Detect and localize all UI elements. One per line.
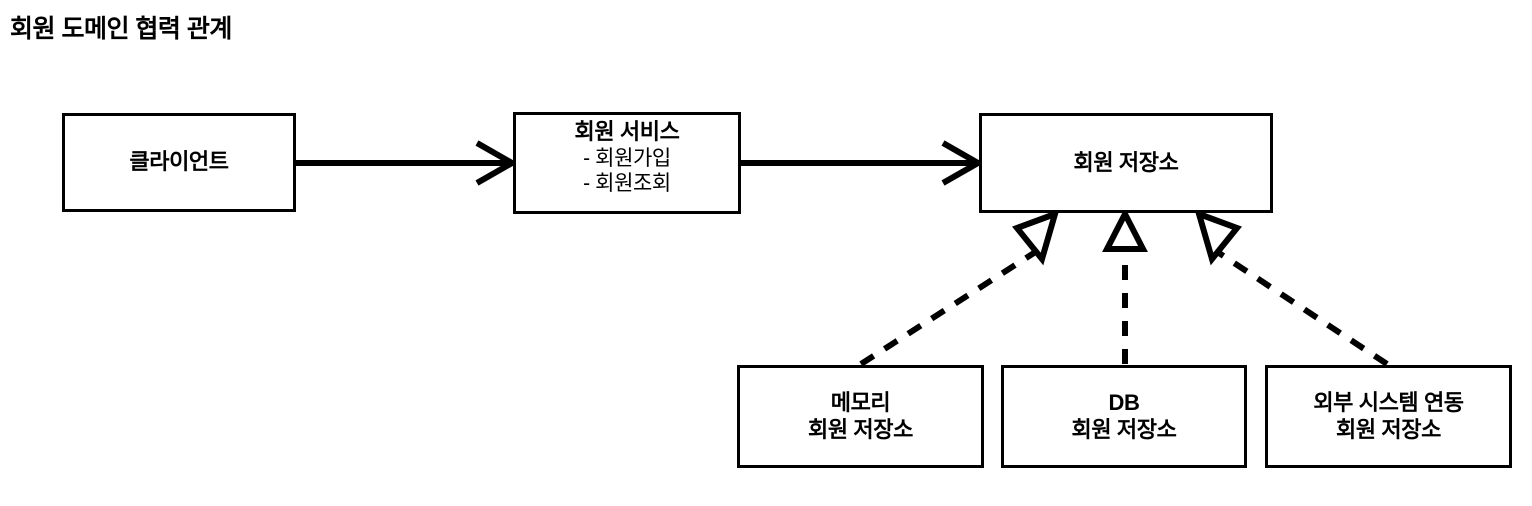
hollow-triangle-icon [1102, 207, 1148, 252]
node-external-repository-subtitle: 회원 저장소 [1336, 416, 1441, 442]
node-db-repository-subtitle: 회원 저장소 [1071, 416, 1177, 442]
edge-ext-repo-to-repository [1194, 209, 1389, 367]
node-memory-repository-subtitle: 회원 저장소 [808, 416, 913, 442]
node-db-repository[interactable]: DB 회원 저장소 [1001, 365, 1247, 468]
node-memory-repository-title: 메모리 [830, 389, 891, 415]
node-external-repository[interactable]: 외부 시스템 연동 회원 저장소 [1265, 365, 1512, 468]
edge-service-to-repository [741, 140, 985, 186]
page-title: 회원 도메인 협력 관계 [10, 15, 232, 43]
edge-memory-repo-to-repository [859, 209, 1060, 367]
node-client[interactable]: 클라이언트 [62, 113, 296, 212]
open-arrow-icon [941, 140, 985, 186]
edge-db-repo-to-repository [1102, 207, 1148, 364]
hollow-triangle-icon [1194, 209, 1242, 266]
edge-memory-repo-to-repository-line [859, 248, 1039, 367]
edge-ext-repo-to-repository-line [1214, 248, 1389, 367]
node-service-operation-lookup: - 회원조회 [583, 172, 671, 196]
open-arrow-icon [475, 140, 519, 186]
node-db-repository-title: DB [1108, 389, 1140, 415]
node-repository-title: 회원 저장소 [1073, 149, 1179, 175]
hollow-triangle-icon [1012, 209, 1060, 266]
node-memory-repository[interactable]: 메모리 회원 저장소 [737, 365, 984, 468]
node-repository[interactable]: 회원 저장소 [979, 113, 1273, 213]
node-external-repository-title: 외부 시스템 연동 [1313, 389, 1464, 415]
node-service-title: 회원 서비스 [574, 119, 680, 144]
node-client-title: 클라이언트 [129, 149, 229, 175]
node-service-operation-signup: - 회원가입 [583, 146, 671, 170]
node-service[interactable]: 회원 서비스 - 회원가입 - 회원조회 [513, 112, 741, 214]
edge-client-to-service [296, 140, 519, 186]
